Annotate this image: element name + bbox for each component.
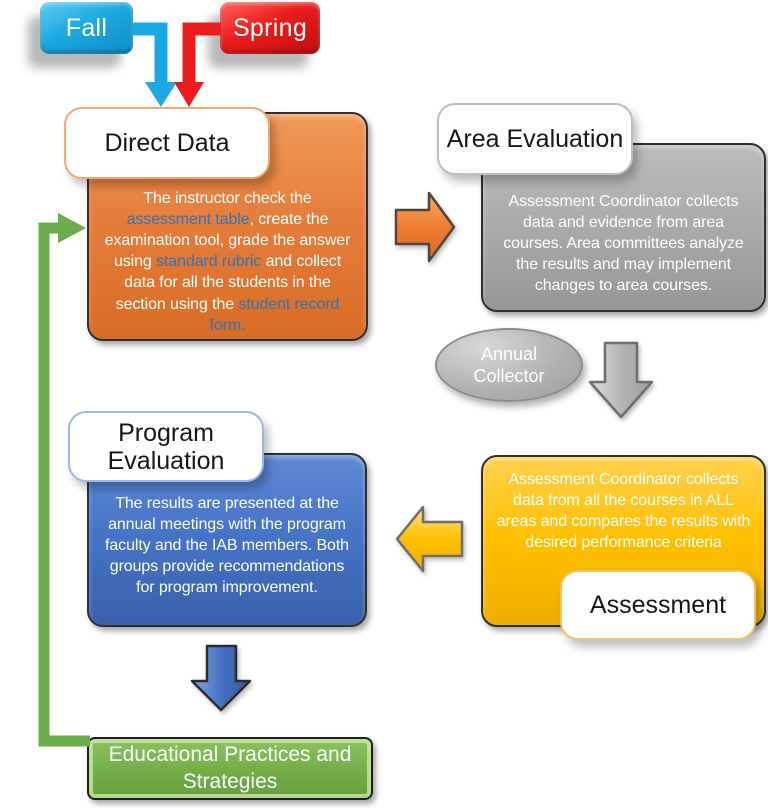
program-evaluation-card: The results are presented at the annual … [87, 453, 367, 627]
fall-box: Fall [40, 2, 133, 54]
arrow-direct-to-area-icon [394, 191, 456, 263]
arrow-area-to-assessment-icon [588, 341, 654, 419]
educational-practices-box: Educational Practices and Strategies [87, 737, 373, 800]
hyperlink-text[interactable]: standard rubric [156, 253, 262, 271]
area-evaluation-label: Area Evaluation [446, 125, 624, 153]
fall-label: Fall [65, 13, 108, 42]
fall-to-direct-arrow [133, 22, 177, 107]
area-evaluation-label-card: Area Evaluation [437, 103, 633, 175]
hyperlink-text[interactable]: assessment table [126, 211, 250, 229]
assessment-body: Assessment Coordinator collects data fro… [496, 471, 751, 552]
direct-data-body: The instructor check the assessment tabl… [102, 188, 353, 336]
direct-data-label: Direct Data [104, 129, 230, 157]
spring-box: Spring [220, 2, 320, 54]
program-evaluation-label-card: Program Evaluation [68, 411, 264, 482]
spring-label: Spring [232, 13, 308, 42]
body-text-segment: , create the examination tool, grade the… [104, 211, 351, 271]
arrow-assessment-to-program-icon [395, 505, 464, 573]
direct-data-label-card: Direct Data [64, 107, 270, 179]
spring-to-direct-arrow [174, 22, 221, 107]
educational-practices-label: Educational Practices and Strategies [108, 743, 352, 793]
program-evaluation-label: Program Evaluation [107, 418, 225, 475]
annual-collector-ellipse: Annual Collector [435, 328, 583, 402]
hyperlink-text[interactable]: student record form. [209, 295, 340, 334]
body-text-segment: and collect data for all the students in… [115, 253, 342, 313]
area-evaluation-body: Assessment Coordinator collects data and… [503, 193, 744, 295]
assessment-label: Assessment [589, 591, 727, 619]
annual-collector-label: Annual Collector [473, 343, 545, 387]
program-evaluation-body: The results are presented at the annual … [105, 495, 349, 597]
assessment-label-card: Assessment [560, 570, 756, 640]
body-text-segment: The instructor check the [143, 190, 312, 207]
arrow-program-to-practices-icon [190, 644, 252, 712]
